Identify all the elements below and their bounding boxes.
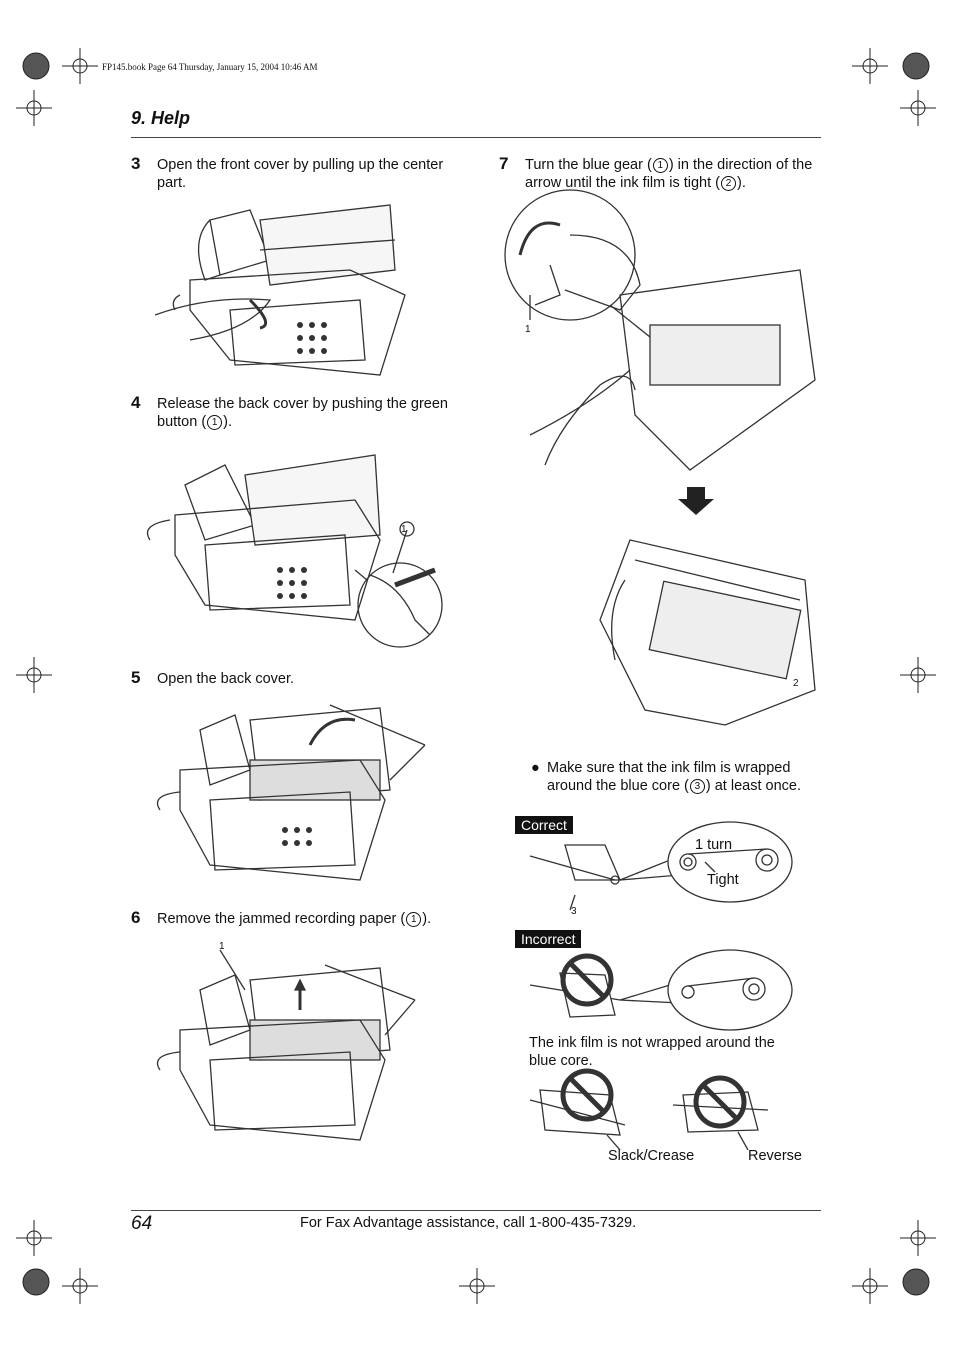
tight-label: Tight: [707, 872, 739, 888]
step-7-pre2: arrow until the ink film is tight (: [525, 175, 721, 191]
step-7-pre1: Turn the blue gear (: [525, 157, 652, 173]
step-7-post1: ) in the direction of the: [668, 157, 813, 173]
callout-1-step4: 1: [401, 524, 407, 535]
step-7-line2: arrow until the ink film is tight (2).: [525, 174, 812, 192]
circled-number: 3: [689, 779, 705, 794]
header-rule: [131, 137, 821, 138]
section-title: 9. Help: [131, 108, 191, 128]
step-4-line2: button (1).: [157, 413, 448, 431]
step-3-line1: Open the front cover by pulling up the c…: [157, 157, 444, 173]
step-6-post: ).: [422, 911, 432, 927]
circled-number: 1: [406, 912, 422, 927]
ink-film-tight-illustration: [599, 539, 816, 726]
step-5-number: 5: [131, 668, 141, 687]
reverse-roll-illustration: [672, 1075, 769, 1151]
down-arrow-icon: [678, 487, 714, 515]
callout-1-step6: 1: [219, 941, 225, 952]
circled-number: 1: [652, 158, 668, 173]
step-7-line1: Turn the blue gear (1) in the direction …: [525, 156, 812, 174]
note-line2: around the blue core (3) at least once.: [547, 777, 801, 795]
color-target-mark: [902, 1268, 930, 1296]
step-6-number: 6: [131, 908, 141, 927]
correct-label: Correct: [515, 816, 573, 834]
not-wrapped-line1: The ink film is not wrapped around the: [529, 1035, 775, 1051]
not-wrapped-line2: blue core.: [529, 1053, 593, 1069]
note-line1: Make sure that the ink film is wrapped: [547, 760, 791, 776]
callout-2-step7: 2: [793, 678, 799, 689]
incorrect-label: Incorrect: [515, 930, 582, 948]
one-turn-label: 1 turn: [695, 837, 733, 853]
note-post: ) at least once.: [705, 778, 801, 794]
color-target-mark: [902, 52, 930, 80]
color-target-mark: [22, 1268, 50, 1296]
step-3-line2: part.: [157, 175, 187, 191]
slack-crease-label: Slack/Crease: [608, 1148, 695, 1164]
reverse-label: Reverse: [748, 1148, 802, 1164]
footer-assistance-text: For Fax Advantage assistance, call 1-800…: [300, 1215, 637, 1231]
note-pre: around the blue core (: [547, 778, 689, 794]
step-6-text: Remove the jammed recording paper (1).: [157, 910, 431, 928]
incorrect-not-wrapped-illustration: [529, 949, 793, 1031]
step-4-number: 4: [131, 393, 141, 412]
step-7-text: Turn the blue gear (1) in the direction …: [525, 156, 812, 192]
fax-back-cover-open-illustration: [156, 704, 426, 881]
step-4-pre: button (: [157, 414, 207, 430]
step-4-post: ).: [223, 414, 233, 430]
note-bullet: ●: [531, 760, 540, 776]
step-7-number: 7: [499, 154, 509, 173]
callout-1-step7: 1: [525, 324, 531, 335]
fax-front-cover-illustration: [154, 204, 406, 376]
step-3-text: Open the front cover by pulling up the c…: [157, 156, 443, 192]
note-text: Make sure that the ink film is wrapped a…: [547, 759, 801, 795]
blue-gear-turn-illustration: [504, 189, 816, 471]
slack-crease-illustration: [529, 1068, 626, 1151]
step-7-post2: ).: [737, 175, 746, 191]
step-4-text: Release the back cover by pushing the gr…: [157, 395, 448, 431]
step-5-text: Open the back cover.: [157, 671, 295, 687]
fax-remove-paper-illustration: [156, 949, 416, 1141]
circled-number: 1: [207, 415, 223, 430]
circled-number: 2: [721, 176, 737, 191]
fax-back-cover-release-illustration: [146, 454, 443, 648]
callout-3: 3: [571, 906, 577, 917]
footer-rule: [131, 1210, 821, 1211]
step-6-pre: Remove the jammed recording paper (: [157, 911, 406, 927]
book-info-line: FP145.book Page 64 Thursday, January 15,…: [102, 62, 318, 72]
correct-roll-illustration: [529, 821, 793, 911]
step-4-line1: Release the back cover by pushing the gr…: [157, 396, 448, 412]
page-number: 64: [131, 1213, 153, 1234]
not-wrapped-text: The ink film is not wrapped around the b…: [529, 1034, 775, 1070]
step-3-number: 3: [131, 154, 141, 173]
color-target-mark: [22, 52, 50, 80]
